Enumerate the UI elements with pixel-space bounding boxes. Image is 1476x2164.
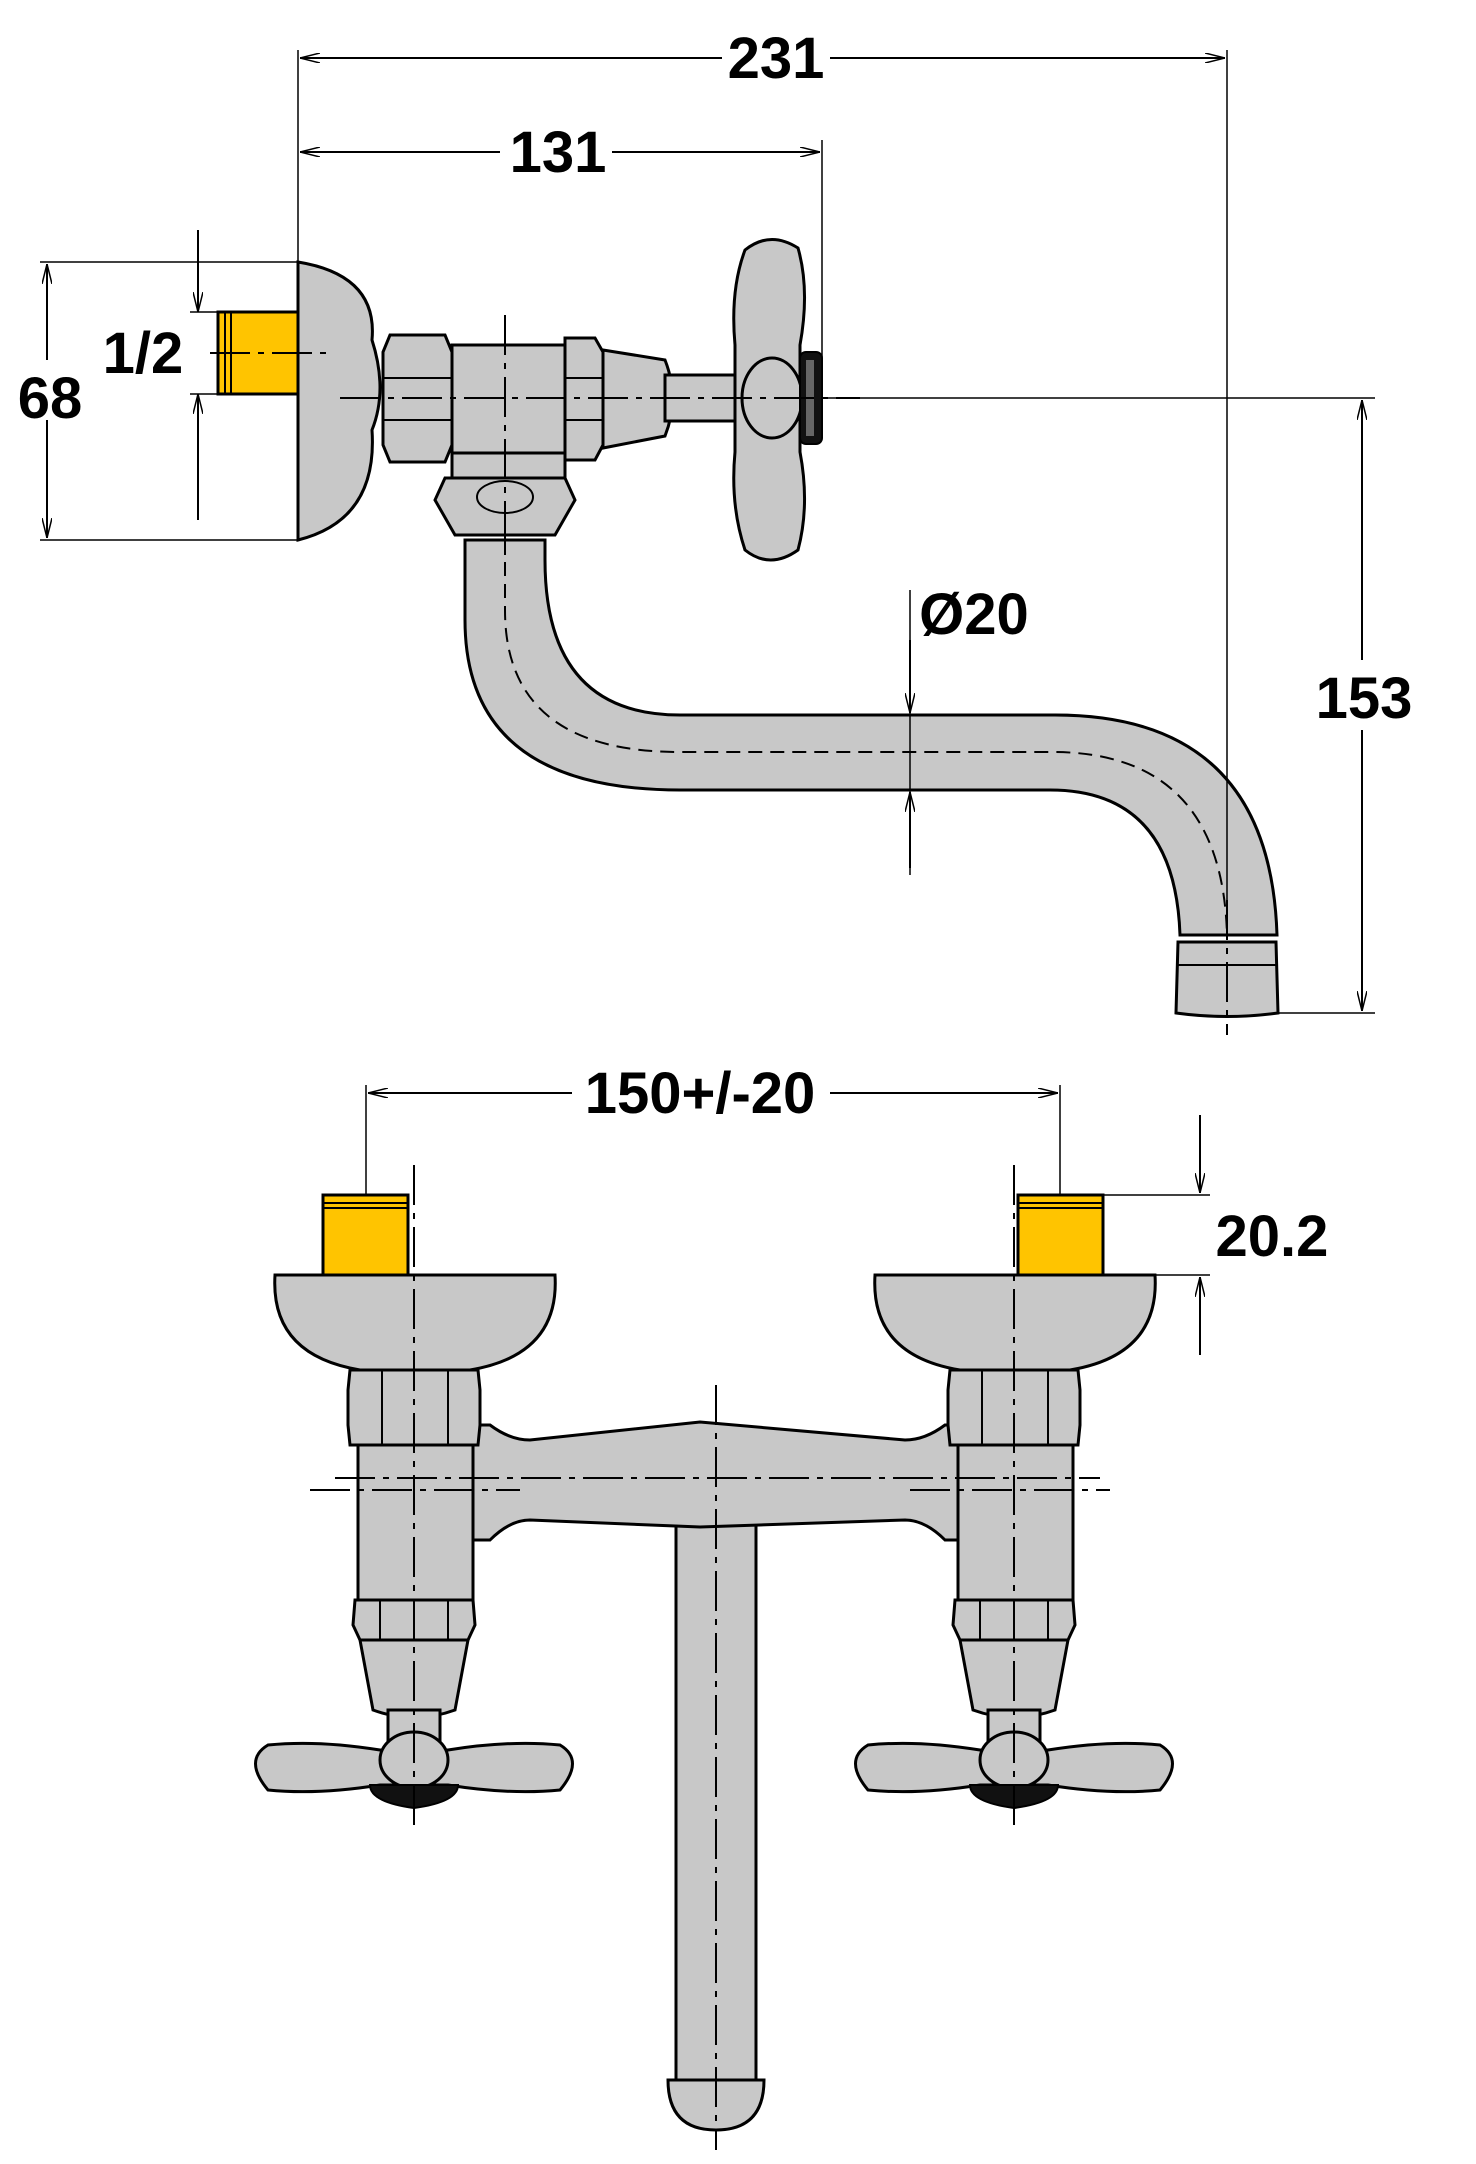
dim-handle-reach-label: 131 xyxy=(510,120,607,185)
left-valve-assembly xyxy=(254,1165,574,1830)
front-view: 150+/-20 20.2 xyxy=(254,1061,1328,2150)
right-valve-assembly xyxy=(854,1165,1174,1830)
connector-bar xyxy=(443,1420,992,1542)
dim-spout-height: 153 xyxy=(1316,400,1413,1011)
dim-handle-reach: 131 xyxy=(300,120,820,185)
dim-thread-size-label: 1/2 xyxy=(103,321,184,386)
dim-inlet-length-label: 20.2 xyxy=(1216,1204,1329,1269)
left-valve-body xyxy=(356,1443,475,1602)
dim-overall-width-label: 231 xyxy=(728,26,825,91)
dim-flange-diameter: 68 xyxy=(18,264,83,538)
side-view: 231 131 68 1/2 153 Ø xyxy=(18,26,1413,1035)
dim-inlet-spacing-label: 150+/-20 xyxy=(585,1061,816,1126)
dim-spout-height-label: 153 xyxy=(1316,666,1413,731)
dim-inlet-spacing: 150+/-20 xyxy=(368,1061,1058,1126)
dim-pipe-diameter-label: Ø20 xyxy=(919,582,1029,647)
spout-pipe xyxy=(463,538,1279,937)
dim-inlet-length: 20.2 xyxy=(1200,1115,1328,1355)
right-valve-body xyxy=(956,1443,1075,1602)
dim-overall-width: 231 xyxy=(300,26,1225,91)
dim-flange-diameter-label: 68 xyxy=(18,366,83,431)
dim-pipe-diameter: Ø20 xyxy=(910,582,1029,868)
wall-flange xyxy=(296,260,382,542)
dim-thread-size: 1/2 xyxy=(103,230,198,520)
swivel-collar xyxy=(450,451,567,480)
spout-centerline xyxy=(504,540,1228,936)
